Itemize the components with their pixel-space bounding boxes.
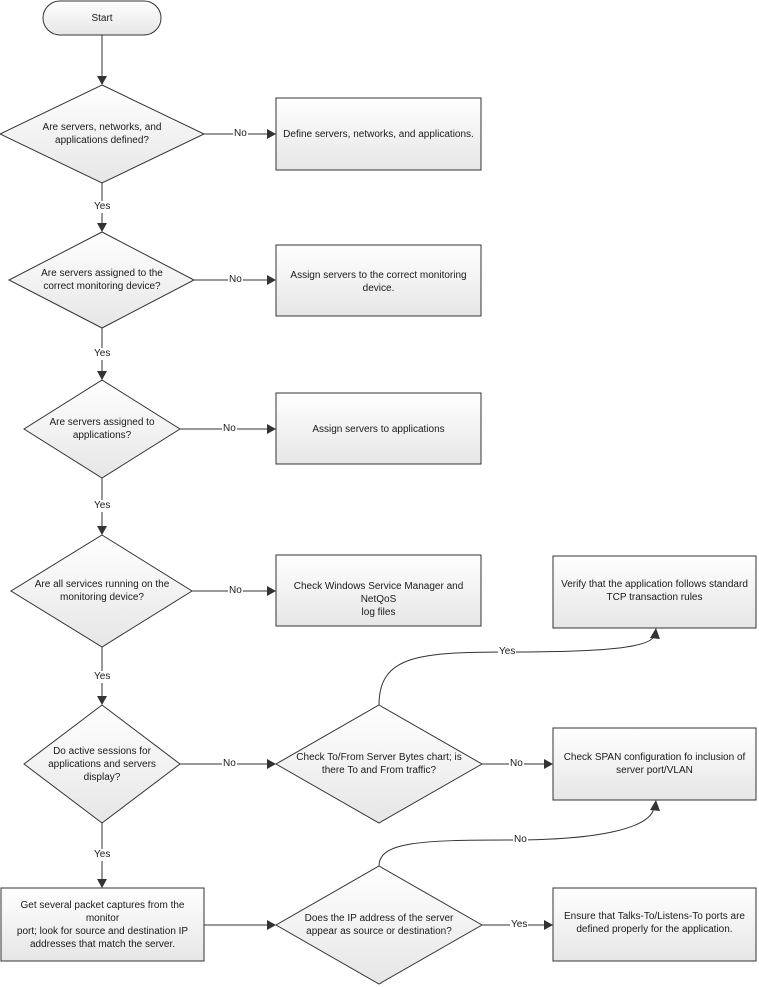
process-p7-label: Get several packet captures from the mon… xyxy=(16,899,189,950)
horizontal-arrowheads xyxy=(267,129,553,930)
decision-d7-shape xyxy=(274,865,484,985)
process-p6-label: Check SPAN configuration fo inclusion of… xyxy=(563,752,746,776)
edge-label-d3-yes: Yes xyxy=(93,500,112,512)
curve-d6-to-p5-arrowhead xyxy=(650,628,660,639)
edge-label-d2-yes: Yes xyxy=(93,348,112,360)
process-p7-shape xyxy=(0,887,205,962)
decision-d6-label: Check To/From Server Bytes chart; is the… xyxy=(296,752,462,776)
curve-d6-to-p5 xyxy=(378,635,655,706)
decision-d2-label: Are servers assigned to the correct moni… xyxy=(41,268,163,292)
edge-label-d4-yes: Yes xyxy=(93,671,112,683)
edge-label-d7-yes: Yes xyxy=(510,919,529,931)
decision-d4-label: Are all services running on the monitori… xyxy=(34,579,170,603)
process-p2-label: Assign servers to the correct monitoring… xyxy=(290,270,467,294)
edge-label-d7-no: No xyxy=(513,834,528,846)
process-p5-label: Verify that the application follows stan… xyxy=(561,579,748,603)
decision-d5-label: Do active sessions for applications and … xyxy=(48,745,156,783)
process-p4-shape xyxy=(275,554,482,627)
process-p1-label: Define servers, networks, and applicatio… xyxy=(283,128,474,140)
edge-label-d5-yes: Yes xyxy=(93,849,112,861)
decision-d1-label: Are servers, networks, and applications … xyxy=(42,122,162,146)
curve-d7-to-p6-arrowhead xyxy=(650,800,660,811)
process-p4-label: Check Windows Service Manager and NetQoS… xyxy=(293,581,464,618)
edge-label-d4-no: No xyxy=(228,585,243,597)
edge-label-d5-no: No xyxy=(222,758,237,770)
vertical-arrowheads xyxy=(97,76,107,888)
start-label: Start xyxy=(91,12,113,24)
edge-label-d2-no: No xyxy=(228,274,243,286)
edge-label-d1-no: No xyxy=(233,128,248,140)
process-p8-label: Ensure that Talks-To/Listens-To ports ar… xyxy=(563,911,745,935)
edge-label-d6-yes: Yes xyxy=(498,646,517,658)
edge-label-d1-yes: Yes xyxy=(93,201,112,213)
decision-d3-label: Are servers assigned to applications? xyxy=(49,417,155,441)
decision-d6-shape xyxy=(274,704,484,824)
edge-label-d6-no: No xyxy=(509,758,524,770)
decision-d7-label: Does the IP address of the server appear… xyxy=(304,913,454,937)
process-p2-shape xyxy=(275,244,482,317)
process-p3-shape xyxy=(275,392,482,465)
process-p1-shape xyxy=(275,97,482,171)
curve-d7-to-p6 xyxy=(378,807,655,867)
process-p3-label: Assign servers to applications xyxy=(312,424,445,435)
process-p6-shape xyxy=(552,727,757,801)
process-p8-shape xyxy=(552,887,757,962)
edge-label-d3-no: No xyxy=(222,423,237,435)
process-p5-shape xyxy=(552,555,757,629)
